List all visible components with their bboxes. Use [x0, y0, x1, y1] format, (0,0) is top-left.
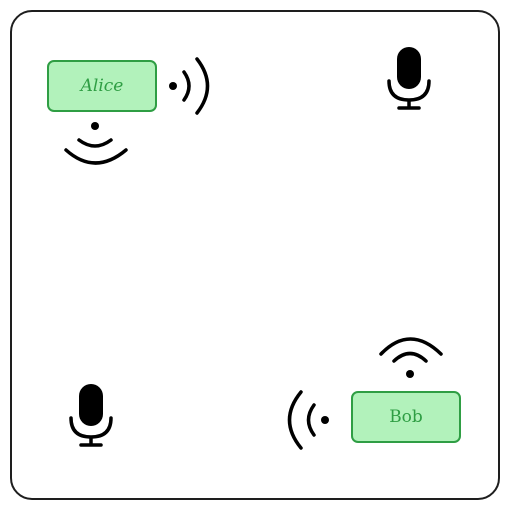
- bob-label: Bob: [389, 407, 423, 427]
- signal-right-icon: [169, 57, 210, 115]
- signal-down-icon: [64, 122, 128, 165]
- alice-label: Alice: [80, 76, 124, 96]
- bob-node: Bob: [351, 391, 461, 443]
- signal-left-icon: [287, 390, 329, 450]
- microphone-icon: [69, 384, 113, 447]
- microphone-icon: [387, 47, 431, 110]
- signal-up-icon: [379, 337, 443, 378]
- alice-node: Alice: [47, 60, 157, 112]
